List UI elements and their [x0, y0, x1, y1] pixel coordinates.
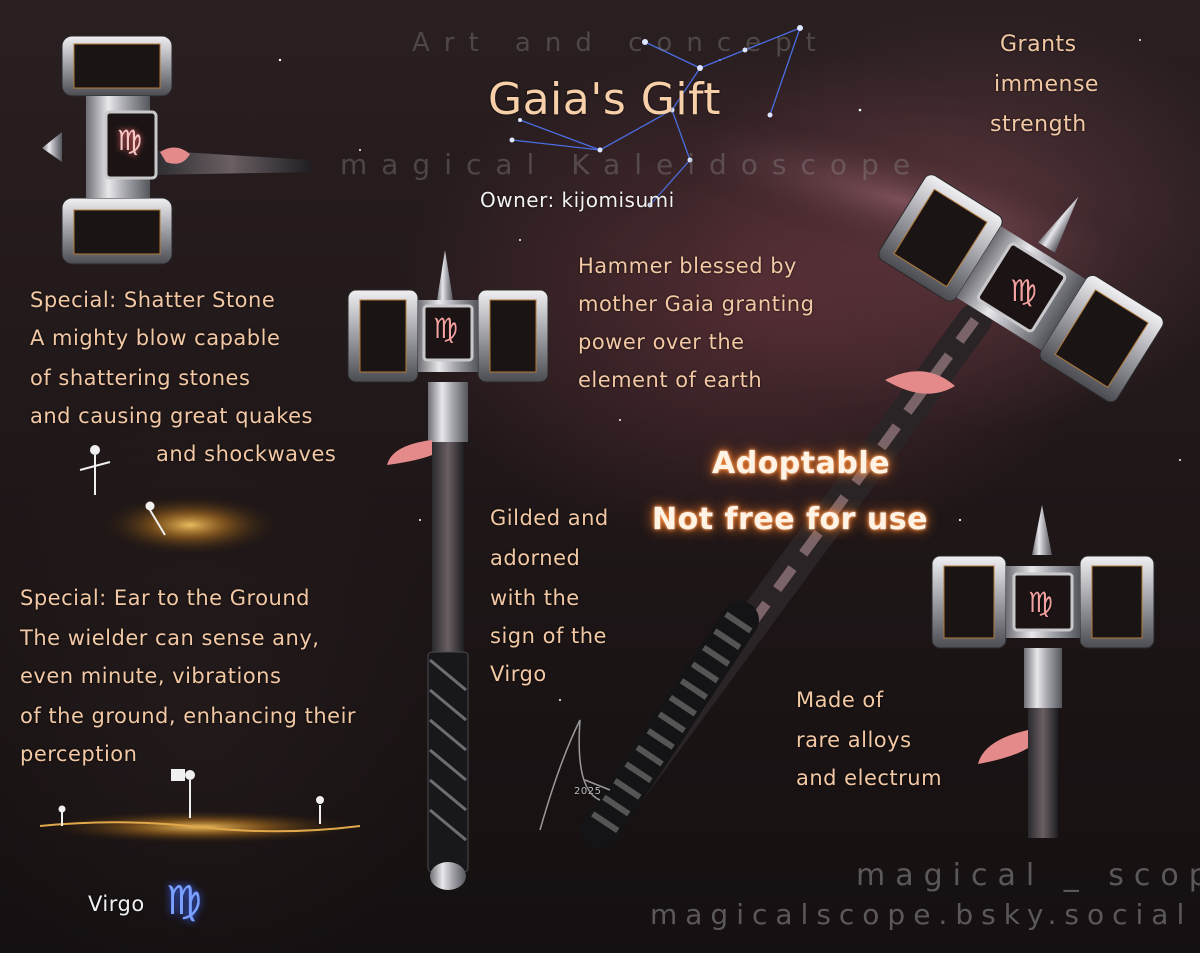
watermark-top-line1: Art and concept: [412, 28, 830, 58]
virgo-symbol-icon: ♍: [166, 878, 203, 924]
ground-line: [39, 821, 361, 833]
tiny-figures: [58, 445, 324, 826]
constellation-stars: [509, 25, 803, 208]
hammer-diagonal: [581, 174, 1164, 849]
made-of-line-1: Made of: [796, 688, 884, 712]
watermark-top-line2: magical Kaleidoscope: [340, 148, 925, 181]
special-shatter-title: Special: Shatter Stone: [30, 288, 276, 312]
nebula-streak: [609, 103, 1191, 297]
gilded-line-4: sign of the: [490, 624, 607, 648]
signature-scribble: [539, 719, 611, 831]
special-shatter-line-1: A mighty blow capable: [30, 326, 281, 350]
hammer-center: [347, 250, 549, 890]
special-ear-line-3: of the ground, enhancing their: [20, 704, 357, 728]
special-ear-line-1: The wielder can sense any,: [20, 626, 320, 650]
hammer-top-left: [42, 35, 312, 265]
made-of-line-2: rare alloys: [796, 728, 912, 752]
adoptable-label: Adoptable: [712, 446, 890, 481]
grants-line-3: strength: [990, 112, 1087, 137]
made-of-line-3: and electrum: [796, 766, 943, 790]
watermark-bottom-line1: magical _ scope: [856, 858, 1200, 893]
gilded-line-5: Virgo: [490, 662, 547, 686]
owner-label: Owner: kijomisumi: [480, 188, 675, 212]
special-ear-title: Special: Ear to the Ground: [20, 586, 310, 610]
watermark-bottom-line2: magicalscope.bsky.social: [650, 898, 1193, 931]
special-ear-line-2: even minute, vibrations: [20, 664, 282, 688]
not-free-label: Not free for use: [652, 502, 928, 537]
blessing-line-1: Hammer blessed by: [578, 254, 797, 278]
gilded-line-3: with the: [490, 586, 580, 610]
signature-year: 2025: [574, 786, 602, 797]
emblem-bottom-right-icon: ♍: [1028, 586, 1054, 619]
shatter-glow: [95, 493, 285, 557]
special-ear-line-4: perception: [20, 742, 138, 766]
hammer-bottom-right: [931, 505, 1155, 838]
special-shatter-line-3: and causing great quakes: [30, 404, 313, 428]
blessing-line-3: power over the: [578, 330, 745, 354]
emblem-diagonal-icon: ♍: [1010, 274, 1038, 309]
blessing-line-4: element of earth: [578, 368, 763, 392]
page-title: Gaia's Gift: [488, 74, 722, 125]
virgo-label: Virgo: [88, 892, 145, 916]
gilded-line-2: adorned: [490, 546, 581, 570]
grants-line-2: immense: [994, 72, 1099, 97]
special-shatter-line-4: and shockwaves: [156, 442, 337, 466]
grants-line-1: Grants: [1000, 32, 1077, 57]
gilded-line-1: Gilded and: [490, 506, 609, 530]
special-shatter-line-2: of shattering stones: [30, 366, 251, 390]
emblem-center-icon: ♍: [433, 312, 459, 345]
emblem-top-left-icon: ♍: [117, 124, 143, 157]
blessing-line-2: mother Gaia granting: [578, 292, 815, 316]
